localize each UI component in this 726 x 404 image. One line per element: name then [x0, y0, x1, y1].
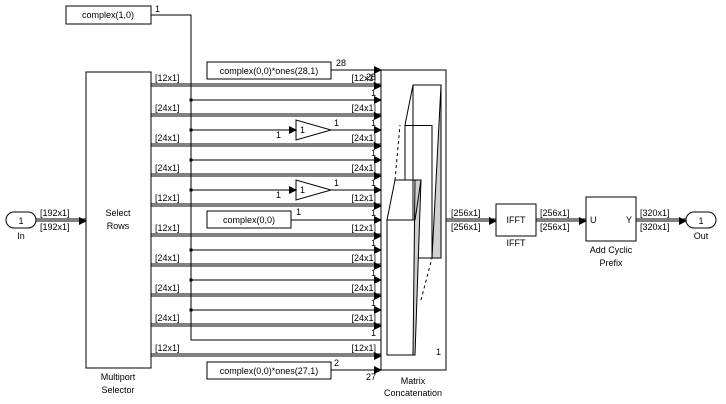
gain-2-out-dim: 1 — [334, 178, 339, 188]
concat-input-label: [24x1] — [351, 103, 376, 113]
matrix-concatenation-block[interactable]: 1 Matrix Concatenation — [380, 69, 447, 398]
concat-input-label: [24x1] — [351, 133, 376, 143]
concat-input-label: 1 — [371, 328, 376, 338]
selector-name-1: Multiport — [101, 372, 136, 382]
signal-ifft-to-cyclic[interactable] — [536, 217, 587, 225]
branch-point — [189, 98, 193, 102]
signal-concat-to-ifft[interactable] — [446, 217, 497, 225]
concat-input-label: 1 — [371, 88, 376, 98]
signal-in-to-selector[interactable] — [36, 217, 87, 225]
gain-block-1[interactable]: 1 — [295, 119, 333, 141]
concat-input-label: [24x1] — [351, 163, 376, 173]
branch-point — [189, 128, 193, 132]
concat-out-top: [256x1] — [451, 208, 481, 218]
signal-label-in-top: [192x1] — [40, 208, 70, 218]
concat-input-label: [24x1] — [351, 313, 376, 323]
selector-output-label: [24x1] — [155, 163, 180, 173]
concat-input-label: 1 — [371, 238, 376, 248]
concat-input-label: 1 — [371, 118, 376, 128]
pilot-dim-label: 1 — [155, 4, 160, 14]
selector-output-label: [24x1] — [155, 133, 180, 143]
cyclic-out-top: [320x1] — [640, 208, 670, 218]
ifft-block[interactable]: IFFT IFFT — [495, 203, 537, 248]
selector-output-label: [24x1] — [155, 313, 180, 323]
constant-dc-block[interactable]: complex(0,0) — [206, 210, 292, 229]
concat-name-2: Concatenation — [384, 388, 442, 398]
concat-dim: 1 — [436, 347, 441, 357]
constant-pilot-block[interactable]: complex(1,0) — [65, 5, 152, 25]
constant-guard-top-block[interactable]: complex(0,0)*ones(28,1) — [206, 61, 332, 80]
concat-out-bottom: [256x1] — [451, 222, 481, 232]
cyclic-name-2: Prefix — [599, 258, 623, 268]
pilot-bus-line[interactable] — [151, 14, 381, 341]
concat-icon-front — [386, 219, 416, 356]
concat-input-label: [24x1] — [351, 253, 376, 263]
branch-point — [189, 248, 193, 252]
constant-guard-bottom-label: complex(0,0)*ones(27,1) — [220, 366, 319, 376]
gain-2-value: 1 — [300, 185, 305, 195]
outport-block[interactable]: 1 Out — [685, 211, 717, 241]
concat-input-label: 1 — [371, 208, 376, 218]
cyclic-name-1: Add Cyclic — [590, 245, 633, 255]
concat-name-1: Matrix — [401, 376, 426, 386]
selector-output-label: [24x1] — [155, 283, 180, 293]
branch-point — [189, 278, 193, 282]
selector-output-label: [12x1] — [155, 343, 180, 353]
multiport-selector-block[interactable]: Select Rows Multiport Selector — [85, 71, 152, 395]
concat-input-label: [12x1] — [351, 223, 376, 233]
selector-output-labels: [12x1] [24x1] [24x1] [24x1] [12x1] [12x1] [24x… — [155, 73, 180, 353]
ifft-label: IFFT — [507, 215, 526, 225]
add-cyclic-prefix-block[interactable]: U Y Add Cyclic Prefix — [585, 196, 637, 268]
cyclic-port-out: Y — [626, 215, 632, 225]
gain-1-value: 1 — [300, 125, 305, 135]
inport-number: 1 — [18, 216, 23, 226]
constant-pilot-label: complex(1,0) — [82, 10, 134, 20]
concat-input-label: 1 — [371, 298, 376, 308]
concat-input-label: 1 — [371, 268, 376, 278]
constant-dc-label: complex(0,0) — [223, 215, 275, 225]
concat-input-label: 1 — [371, 178, 376, 188]
constant-guard-bottom-block[interactable]: complex(0,0)*ones(27,1) — [206, 361, 332, 380]
selector-output-label: [12x1] — [155, 223, 180, 233]
selector-output-label: [12x1] — [155, 73, 180, 83]
selector-output-label: [24x1] — [155, 103, 180, 113]
concat-input-label: 28 — [366, 72, 376, 82]
branch-point — [189, 308, 193, 312]
concat-input-label: 1 — [371, 148, 376, 158]
dc-dim-label: 1 — [296, 207, 301, 217]
gain-block-2[interactable]: 1 — [295, 179, 333, 201]
cyclic-port-in: U — [590, 215, 597, 225]
branch-point — [189, 188, 193, 192]
signal-cyclic-to-out[interactable] — [636, 217, 687, 225]
selector-name-2: Selector — [101, 385, 134, 395]
branch-point — [189, 158, 193, 162]
ifft-out-top: [256x1] — [540, 208, 570, 218]
outport-number: 1 — [698, 216, 703, 226]
gain-2-in-dim: 1 — [276, 190, 281, 200]
inport-block[interactable]: 1 In — [5, 211, 37, 241]
guard-bottom-dim-pre: 2 — [334, 358, 339, 368]
signal-label-in-bottom: [192x1] — [40, 222, 70, 232]
guard-top-dim: 28 — [336, 58, 346, 68]
cyclic-out-bottom: [320x1] — [640, 222, 670, 232]
concat-input-label: [12x1] — [351, 343, 376, 353]
concat-input-lines: 28[12x1]1[24x1]1[24x1]1[24x1]1[12x1]1[12… — [151, 66, 382, 382]
selector-output-label: [24x1] — [155, 253, 180, 263]
selector-output-label: [12x1] — [155, 193, 180, 203]
ifft-name: IFFT — [507, 238, 526, 248]
outport-name: Out — [694, 231, 709, 241]
selector-title-1: Select — [105, 208, 131, 218]
inport-name: In — [17, 231, 25, 241]
ifft-out-bottom: [256x1] — [540, 222, 570, 232]
gain-1-in-dim: 1 — [276, 130, 281, 140]
concat-input-label: [12x1] — [351, 193, 376, 203]
gain-1-out-dim: 1 — [334, 118, 339, 128]
concat-input-label: 27 — [366, 372, 376, 382]
concat-icon-back-shade — [431, 84, 442, 259]
constant-guard-top-label: complex(0,0)*ones(28,1) — [220, 66, 319, 76]
selector-title-2: Rows — [107, 221, 130, 231]
concat-input-label: [24x1] — [351, 283, 376, 293]
concat-input-label: [12x1] — [351, 73, 376, 83]
